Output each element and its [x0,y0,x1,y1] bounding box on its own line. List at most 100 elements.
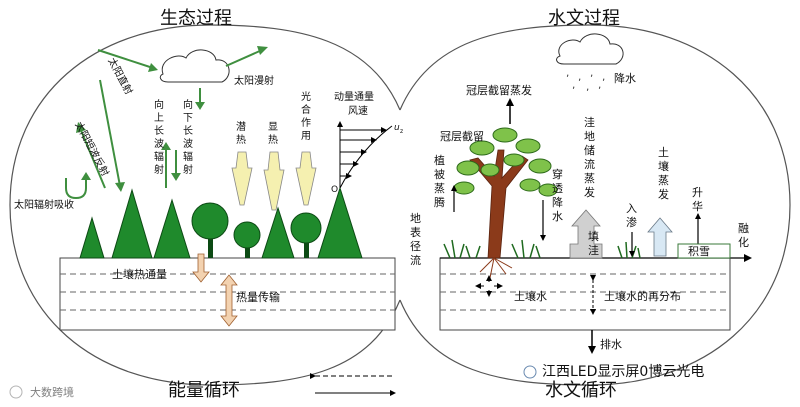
svg-text:蒸: 蒸 [434,182,445,195]
solar-ray-down-arrow [99,79,125,192]
conifer-tree-1 [111,188,153,259]
svg-text:‚: ‚ [572,80,575,91]
svg-text:z: z [400,128,403,135]
snow-label: 积雪 [688,245,710,258]
transpiration-label: 植 被 蒸 腾 [434,153,445,209]
shortwave-reflect-arrow [76,122,106,189]
broadleaf-tree [453,127,558,259]
svg-text:‚: ‚ [566,68,569,79]
cloud-right [556,33,624,65]
latent-heat-arrow: 潜 热 [231,120,253,206]
depression-fill-arrow: 填 洼 [569,209,603,259]
wind-speed-label: 风速 [348,105,368,117]
svg-text:表: 表 [410,225,421,239]
svg-text:O: O [331,185,338,195]
svg-text:波: 波 [154,137,164,150]
svg-text:化: 化 [738,235,749,249]
solar-absorb-u-arrow [65,172,91,200]
soil-water-label: 土壤水 [514,289,547,303]
right-oval [399,24,791,386]
svg-text:被: 被 [434,168,445,181]
svg-text:洼: 洼 [584,115,595,129]
svg-text:向: 向 [183,98,193,111]
up-longwave-arrow [161,142,171,188]
svg-text:渗: 渗 [626,215,637,229]
melt-label: 融 化 [738,222,749,249]
soil-heat-flux-label: 土壤热通量 [112,267,167,281]
svg-text:热: 热 [268,133,278,146]
svg-text:融: 融 [738,222,749,235]
diffuse-arrow [225,46,268,67]
cloud-left [159,49,230,83]
round-tree-3 [290,212,322,258]
svg-text:长: 长 [154,125,164,137]
svg-text:‚: ‚ [590,68,593,79]
title-hydro: 水文过程 [548,8,620,29]
canopy-intercept-label: 冠层截留 [440,129,484,143]
sublimation-label: 升 华 [692,186,703,213]
svg-text:储: 储 [584,143,595,157]
svg-text:发: 发 [584,185,595,199]
svg-text:用: 用 [301,131,311,142]
svg-text:蒸: 蒸 [658,174,669,187]
svg-text:壤: 壤 [658,159,669,173]
svg-text:穿: 穿 [552,167,563,181]
svg-text:华: 华 [692,199,703,213]
momentum-flux-label: 动量通量 [334,91,374,103]
svg-text:流: 流 [410,253,421,267]
svg-text:显: 显 [268,121,278,133]
drainage-label: 排水 [600,337,622,351]
svg-text:‚: ‚ [578,72,581,83]
svg-text:洼: 洼 [588,243,599,257]
svg-text:蒸: 蒸 [584,172,595,185]
canopy-evap-label: 冠层截留蒸发 [466,83,532,97]
svg-text:光: 光 [301,90,311,103]
rain-label: 降水 [614,71,636,85]
round-tree-1 [191,202,229,258]
photosynthesis-arrow: 光 合 作 用 [295,90,317,206]
wind-profile: O u z [331,121,403,195]
grass [443,239,641,259]
svg-text:地: 地 [410,212,421,225]
svg-text:‚: ‚ [586,82,589,93]
svg-text:上: 上 [154,112,164,124]
svg-text:透: 透 [552,182,563,195]
heat-transfer-label: 热量传输 [236,290,280,304]
svg-text:辐: 辐 [154,150,164,163]
soil-evap-arrow [647,217,673,257]
svg-text:u: u [394,123,400,133]
svg-text:‚: ‚ [602,72,605,83]
conifer-tree-5 [79,216,105,259]
conifer-tree-3 [261,206,295,259]
svg-text:作: 作 [301,117,311,129]
svg-text:‚: ‚ [598,80,601,91]
title-eco: 生态过程 [160,8,232,29]
depression-evap-label: 洼 地 储 流 蒸 发 [584,115,595,199]
shortwave-reflect-label: 太阳短波反射 [72,119,112,178]
svg-text:下: 下 [183,113,193,124]
soil-evap-label: 土 壤 蒸 发 [658,146,669,201]
svg-text:流: 流 [584,157,595,171]
svg-text:合: 合 [301,103,311,116]
svg-text:大数跨境: 大数跨境 [30,385,74,399]
solar-direct-arrow [97,49,158,72]
watermark-left: 大数跨境 [9,385,74,399]
svg-text:热: 热 [236,133,246,146]
svg-text:长: 长 [183,125,193,137]
down-longwave-label: 向 下 长 波 辐 射 [183,98,193,176]
svg-text:植: 植 [434,153,445,167]
up-longwave-label: 向 上 长 波 辐 射 [154,98,164,176]
left-oval [9,24,401,386]
svg-text:地: 地 [584,130,595,143]
svg-text:腾: 腾 [434,195,445,209]
svg-text:径: 径 [410,240,421,253]
svg-text:入: 入 [626,202,637,215]
svg-text:发: 发 [658,187,669,201]
svg-text:升: 升 [692,186,703,199]
throughfall-label: 穿 透 降 水 [552,167,563,223]
svg-text:江西LED显示屏0博云光电: 江西LED显示屏0博云光电 [542,363,704,380]
round-tree-2 [233,221,261,258]
svg-text:降: 降 [552,195,563,209]
